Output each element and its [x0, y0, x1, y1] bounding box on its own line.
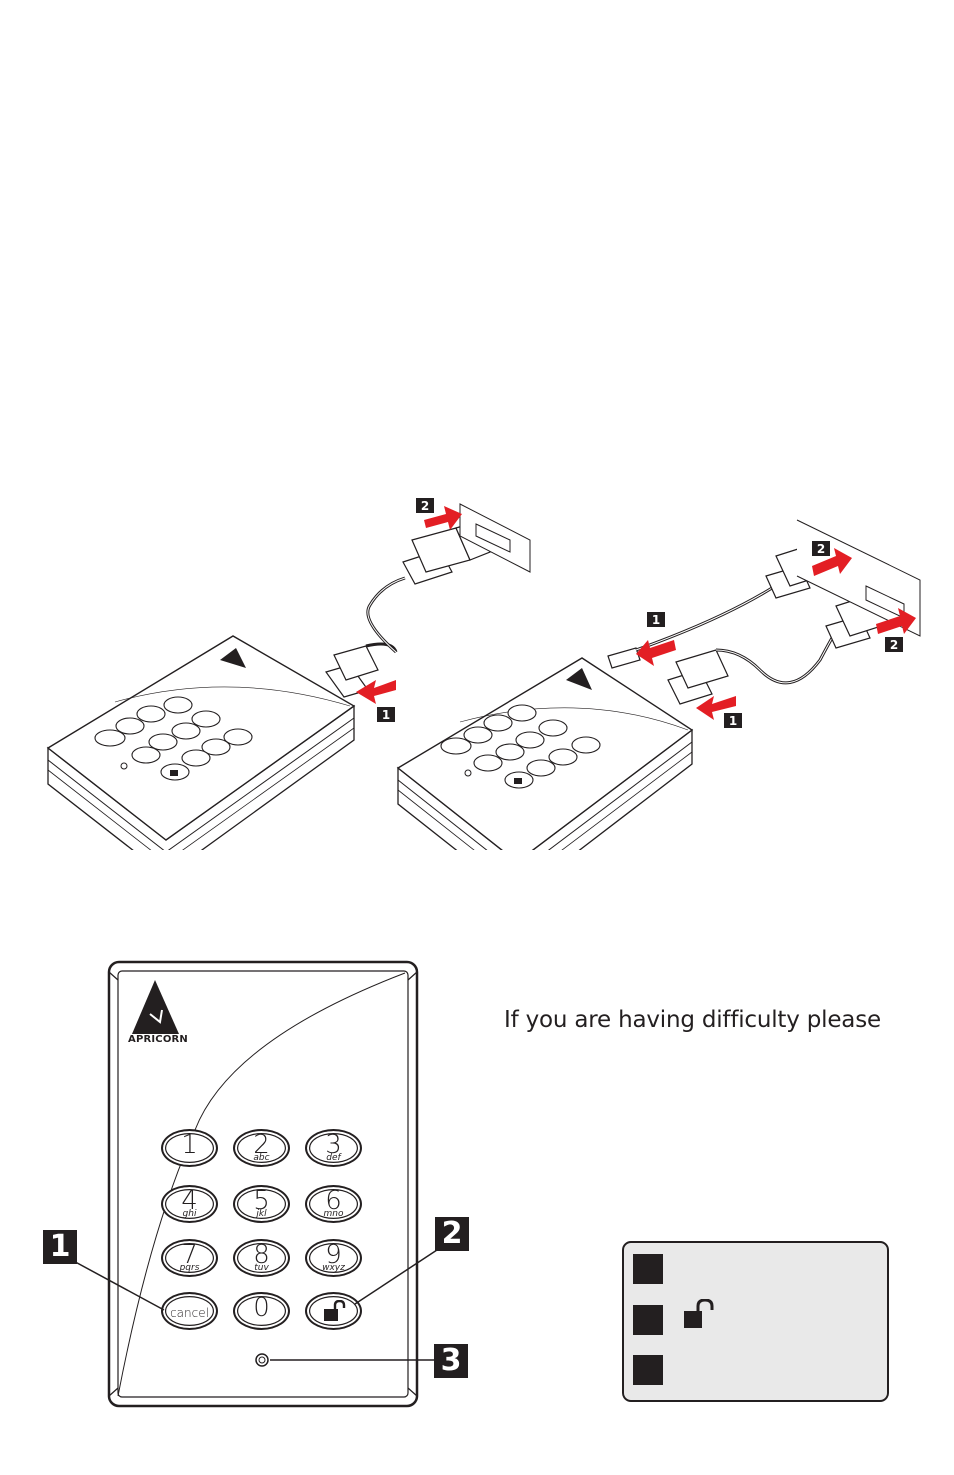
key-letters: wxyz — [322, 1263, 345, 1273]
key-digit: 4 — [181, 1186, 198, 1216]
key-digit: 8 — [253, 1240, 270, 1270]
key-1[interactable]: 1 — [161, 1129, 218, 1167]
key-letters: ghi — [182, 1209, 197, 1219]
step-badge-1: 1 — [382, 708, 390, 722]
key-digit: 2 — [253, 1130, 270, 1160]
step-badge-2b: 2 — [817, 542, 825, 556]
legend-marker-1 — [633, 1254, 663, 1284]
step-badge-1c: 1 — [729, 714, 737, 728]
callout-badge-unlock: 2 — [435, 1217, 469, 1251]
led-indicator — [255, 1353, 269, 1367]
keypad-brand: APRICORN — [128, 1034, 188, 1045]
legend-unlock-icon — [684, 1299, 714, 1328]
key-letters: jkl — [256, 1209, 267, 1219]
legend-marker-2 — [633, 1305, 663, 1335]
key-letters: tuv — [254, 1263, 269, 1273]
left-drive — [46, 503, 531, 850]
unlock-key[interactable] — [305, 1292, 362, 1330]
key-digit: 7 — [181, 1240, 198, 1270]
apricorn-logo-icon — [132, 980, 179, 1034]
key-letters: mno — [323, 1209, 344, 1219]
key-0[interactable]: 0 — [233, 1292, 290, 1330]
key-letters: abc — [253, 1153, 270, 1163]
key-digit: 5 — [253, 1186, 270, 1216]
legend-marker-3 — [633, 1355, 663, 1385]
key-letters: pqrs — [179, 1263, 200, 1273]
callout-badge-led: 3 — [434, 1344, 468, 1378]
difficulty-note: If you are having difficulty please — [504, 1007, 881, 1033]
step-badge-2: 2 — [421, 499, 429, 513]
key-letters: def — [326, 1153, 341, 1163]
key-digit: 9 — [325, 1240, 342, 1270]
step-badge-2c: 2 — [890, 638, 898, 652]
key-digit: 6 — [325, 1186, 342, 1216]
unlock-icon — [324, 1300, 346, 1321]
key-digit: 1 — [181, 1130, 198, 1160]
step-badge-1b: 1 — [652, 613, 660, 627]
cancel-key[interactable]: cancel — [161, 1292, 218, 1330]
right-drive — [396, 519, 921, 850]
legend-box — [622, 1241, 889, 1402]
callout-badge-cancel: 1 — [43, 1230, 77, 1264]
callout-lines — [67, 1247, 441, 1361]
cancel-key-label: cancel — [170, 1306, 209, 1320]
key-digit: 3 — [325, 1130, 342, 1160]
key-zero-digit: 0 — [253, 1293, 270, 1323]
installation-diagram: 2 1 1 1 2 2 — [46, 498, 921, 850]
